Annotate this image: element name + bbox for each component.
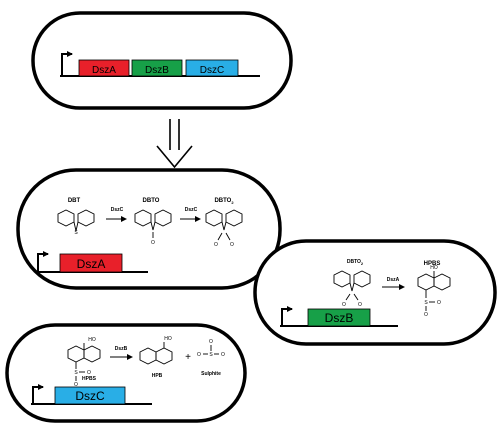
svg-text:O: O — [87, 370, 91, 376]
plus-sign: + — [185, 352, 191, 363]
promoter-arrow-icon — [281, 306, 293, 326]
gene-dszC-block — [185, 59, 239, 77]
gene-dszB-label: DszB — [145, 65, 169, 76]
gene-dszB-block — [307, 308, 371, 327]
svg-text:O: O — [151, 240, 155, 246]
gene-dszA-block — [59, 253, 123, 273]
sulphite-structure-icon: S O O O — [197, 339, 225, 358]
compound-label-sulphite: Sulphite — [201, 371, 221, 377]
svg-text:S: S — [424, 300, 428, 306]
dbto2-structure-icon: O O — [333, 270, 371, 308]
cell-membrane — [253, 239, 497, 346]
compound-label-dbto2: DBTO2 — [347, 259, 364, 266]
cell-dszB: DBTO2 HPBS O O DszA HO S O O — [253, 239, 497, 346]
hpb-structure-icon: HO — [139, 336, 173, 365]
svg-text:O: O — [230, 242, 234, 248]
cell-dszC: HO S O O HPBS DszB HO HPB + S O O — [5, 323, 247, 423]
compound-label-hpbs: HPBS — [82, 376, 97, 382]
svg-text:HO: HO — [430, 265, 438, 271]
enzyme-label-dszB: DszB — [115, 346, 128, 352]
promoter-arrow-icon — [37, 251, 49, 272]
gene-dszC-block — [54, 386, 126, 405]
operon-cell: DszA DszB DszC — [31, 11, 293, 110]
svg-text:O: O — [437, 300, 441, 306]
enzyme-label-dszC-2: DszC — [185, 207, 198, 213]
dbt-structure-icon: S — [57, 209, 95, 236]
compound-label-hpbs: HPBS — [424, 261, 441, 267]
gene-dszC-label: DszC — [200, 65, 224, 76]
svg-text:O: O — [221, 352, 225, 358]
svg-text:O: O — [342, 302, 346, 308]
gene-dszB-label: DszB — [325, 311, 354, 325]
promoter-arrow-icon — [32, 384, 44, 404]
svg-text:S: S — [209, 352, 213, 358]
enzyme-label-dszC-1: DszC — [111, 207, 124, 213]
enzyme-label-dszA: DszA — [387, 277, 400, 283]
compound-label-dbto: DBTO — [143, 198, 160, 204]
svg-text:O: O — [209, 339, 213, 345]
svg-text:S: S — [74, 230, 78, 236]
compound-label-hpb: HPB — [152, 373, 163, 379]
promoter-arrow-icon — [61, 51, 73, 76]
svg-text:HO: HO — [88, 337, 96, 343]
cell-membrane — [16, 168, 282, 290]
hpbs-structure-icon: HO S O O — [67, 337, 101, 388]
compound-label-dbt: DBT — [68, 198, 81, 204]
gene-dszB-block — [131, 59, 183, 77]
svg-text:O: O — [197, 352, 201, 358]
compound-label-dbto2: DBTO2 — [214, 198, 234, 205]
gene-dszA-block — [78, 59, 130, 77]
dbto-structure-icon: O — [134, 209, 172, 246]
svg-text:O: O — [214, 242, 218, 248]
double-down-arrow-icon — [156, 119, 193, 169]
gene-dszA-label: DszA — [92, 65, 116, 76]
cell-dszA: DBT DBTO DBTO2 S DszC O DszC — [16, 168, 282, 290]
hpbs-structure-icon: HO S O O — [417, 265, 451, 318]
gene-dszC-label: DszC — [75, 389, 105, 403]
svg-text:O: O — [74, 382, 78, 388]
svg-text:S: S — [74, 370, 78, 376]
svg-text:O: O — [424, 312, 428, 318]
svg-text:HO: HO — [164, 336, 172, 342]
gene-dszA-label: DszA — [77, 257, 106, 271]
svg-text:O: O — [358, 302, 362, 308]
dbto2-structure-icon: O O — [205, 209, 243, 248]
